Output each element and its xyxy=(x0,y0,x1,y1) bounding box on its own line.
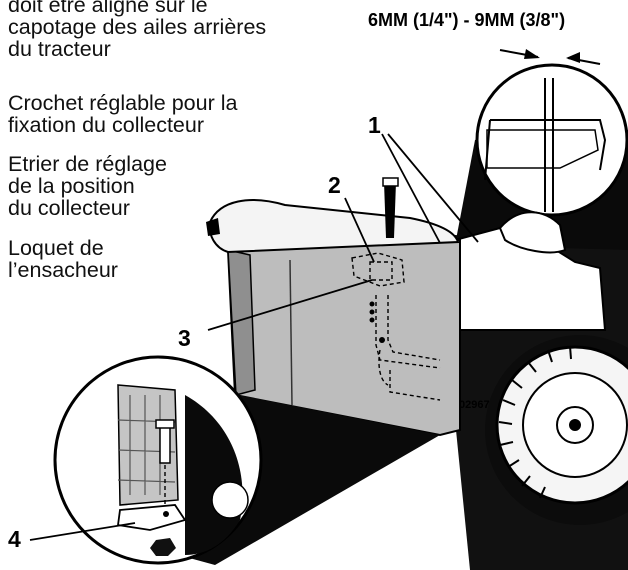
callout-1: 1 xyxy=(368,112,381,138)
figure-code: 02967 xyxy=(459,399,490,411)
leader-lines xyxy=(29,133,479,541)
collector-lid xyxy=(208,199,460,254)
caption-bagger-latch: Loquet de l’ensacheur xyxy=(8,237,118,281)
latch-hole xyxy=(163,511,169,517)
tread-marks xyxy=(498,345,572,499)
lid-handle xyxy=(384,182,396,238)
callout-3: 3 xyxy=(178,325,191,351)
latch-bolt-head xyxy=(155,419,175,429)
caption-line: de la position xyxy=(8,174,135,198)
bottom-bin-wall xyxy=(117,384,179,506)
caption-line: du tracteur xyxy=(8,37,111,61)
latch-bolt xyxy=(159,424,171,464)
caption-line: doit être aligné sur le xyxy=(8,0,208,17)
caption-line: l’ensacheur xyxy=(8,258,118,282)
hardware-pins xyxy=(369,301,385,343)
collector-seam xyxy=(289,259,293,406)
hidden-hardware-outline xyxy=(351,252,441,401)
lid-handle-cap xyxy=(382,177,399,187)
callout-4: 4 xyxy=(8,526,21,552)
dimension-label: 6MM (1/4") - 9MM (3/8") xyxy=(368,10,566,30)
caption-line: capotage des ailes arrières xyxy=(8,15,267,39)
magnifier-detail-lines xyxy=(484,78,607,212)
caption-adjust-bracket: Etrier de réglage de la position du coll… xyxy=(8,153,167,219)
callout-2: 2 xyxy=(328,172,341,198)
dimension-arrowhead-right xyxy=(566,52,580,63)
collector-front-panel xyxy=(227,249,256,396)
caption-fender-alignment: doit être aligné sur le capotage des ail… xyxy=(8,0,266,60)
latch-nut xyxy=(150,538,176,556)
lid-knob-left xyxy=(206,218,220,236)
caption-line: Crochet réglable pour la xyxy=(8,91,238,115)
dimension-arrowhead-left xyxy=(524,49,540,59)
caption-adjustable-hook: Crochet réglable pour la fixation du col… xyxy=(8,92,237,136)
wheel-axle xyxy=(569,419,581,431)
caption-line: Loquet de xyxy=(8,236,104,260)
caption-line: Etrier de réglage xyxy=(8,152,167,176)
bottom-wedge-hole xyxy=(211,481,249,519)
tractor-seat xyxy=(498,211,567,254)
caption-line: du collecteur xyxy=(8,196,130,220)
magnifier-detail-panel xyxy=(486,129,599,169)
caption-line: fixation du collecteur xyxy=(8,113,204,137)
